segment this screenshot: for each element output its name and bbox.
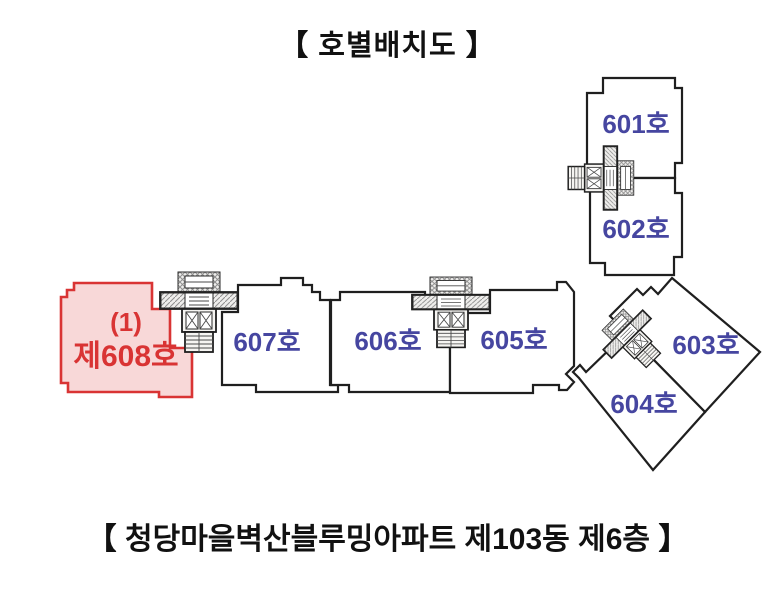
unit-601-label: 601호	[602, 109, 669, 139]
unit-608	[59, 281, 194, 399]
unit-605-shape	[448, 280, 576, 395]
diagram-title: 【 호별배치도 】	[279, 30, 496, 62]
unit-608-sublabel: (1)	[110, 307, 142, 337]
unit-605-label: 605호	[480, 325, 547, 355]
unit-607-label: 607호	[233, 327, 300, 357]
unit-608-label: 제608호	[73, 340, 178, 373]
unit-606-label: 606호	[354, 326, 421, 356]
unit-605	[448, 280, 576, 395]
unit-603-label: 603호	[672, 330, 739, 360]
unit-603-shape	[608, 276, 762, 414]
building-caption: 【 청당마을벽산블루밍아파트 제103동 제6층 】	[86, 523, 689, 556]
unit-604-label: 604호	[610, 389, 677, 419]
unit-602-label: 602호	[602, 214, 669, 244]
unit-608-shape	[59, 281, 194, 399]
unit-603	[608, 276, 762, 414]
